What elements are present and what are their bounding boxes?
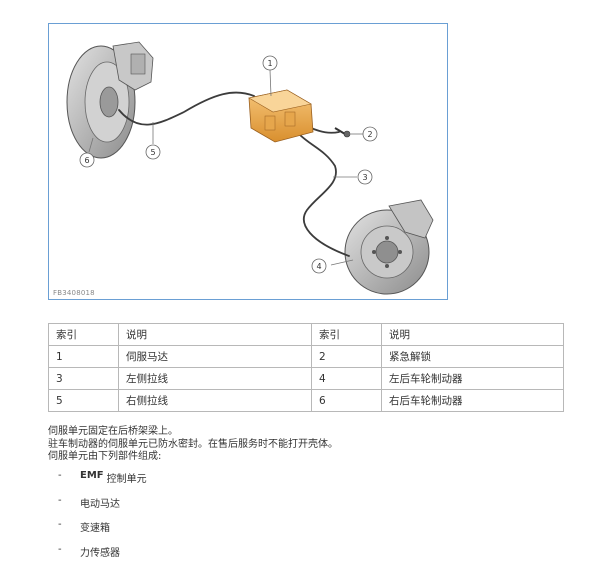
table-cell: 5	[48, 389, 119, 412]
table-cell: 左后车轮制动器	[381, 367, 564, 390]
callout-5: 5	[145, 144, 161, 160]
list-item-text: 电动马达	[80, 498, 120, 510]
list-item: - EMF 控制单元	[58, 470, 147, 495]
table-cell: 伺服马达	[118, 345, 312, 368]
cables	[118, 91, 350, 257]
table-cell: 紧急解锁	[381, 345, 564, 368]
list-item: - 力传感器	[58, 544, 147, 569]
list-item-text: 控制单元	[106, 474, 147, 485]
table-cell: 4	[311, 367, 382, 390]
list-dash: -	[58, 543, 62, 555]
header-index-2: 索引	[311, 323, 382, 346]
table-row: 3 左侧拉线 4 左后车轮制动器	[48, 367, 564, 390]
callout-leaders	[88, 69, 363, 266]
list-dash: -	[58, 494, 62, 506]
callout-2: 2	[362, 126, 378, 142]
header-desc-2: 说明	[381, 323, 564, 346]
table-row: 1 伺服马达 2 紧急解锁	[48, 345, 564, 368]
table-cell: 6	[311, 389, 382, 412]
table-cell: 右侧拉线	[118, 389, 312, 412]
emergency-release-drawing	[334, 127, 351, 138]
list-dash: -	[58, 470, 62, 481]
svg-text:4: 4	[316, 262, 321, 271]
table-cell: 右后车轮制动器	[381, 389, 564, 412]
parking-brake-diagram: 1 2 3 4 5 6	[66, 41, 434, 295]
header-index-1: 索引	[48, 323, 119, 346]
list-item-text: 力传感器	[80, 547, 120, 559]
svg-text:5: 5	[150, 148, 155, 157]
table-cell: 1	[48, 345, 119, 368]
svg-text:3: 3	[362, 173, 367, 182]
description-line: 伺服单元固定在后桥架梁上。	[48, 426, 178, 437]
table-cell: 3	[48, 367, 119, 390]
description-line: 伺服单元由下列部件组成:	[48, 451, 162, 462]
description-block: 伺服单元固定在后桥架梁上。 驻车制动器的伺服单元已防水密封。在售后服务时不能打开…	[48, 426, 568, 464]
list-item-text: 变速箱	[80, 523, 110, 534]
callout-4: 4	[311, 258, 327, 274]
right-rear-wheel-brake-drawing	[66, 41, 154, 159]
table-cell: 2	[311, 345, 382, 368]
callout-6: 6	[79, 152, 95, 168]
callout-1: 1	[262, 55, 278, 71]
svg-text:6: 6	[84, 156, 89, 165]
table-row: 5 右侧拉线 6 右后车轮制动器	[48, 389, 564, 412]
component-list: - EMF 控制单元 - 电动马达 - 变速箱 - 力传感器	[58, 470, 147, 568]
figure-image-id: FB3408018	[53, 289, 95, 297]
illustration-figure: 1 2 3 4 5 6 FB3408018	[48, 23, 448, 300]
index-table: 索引 说明 索引 说明 1 伺服马达 2 紧急解锁 3 左侧拉线 4 左后车轮制…	[48, 323, 564, 412]
description-line: 驻车制动器的伺服单元已防水密封。在售后服务时不能打开壳体。	[48, 438, 338, 450]
header-desc-1: 说明	[118, 323, 312, 346]
table-header-row: 索引 说明 索引 说明	[48, 323, 564, 346]
list-item: - 变速箱	[58, 519, 147, 544]
svg-text:1: 1	[267, 59, 272, 68]
table-cell: 左侧拉线	[118, 367, 312, 390]
emf-label: EMF	[80, 470, 104, 481]
servo-motor-drawing	[248, 89, 314, 143]
svg-text:2: 2	[367, 130, 372, 139]
list-item: - 电动马达	[58, 495, 147, 520]
callout-3: 3	[357, 169, 373, 185]
list-dash: -	[58, 519, 62, 530]
left-rear-wheel-brake-drawing	[344, 199, 434, 295]
